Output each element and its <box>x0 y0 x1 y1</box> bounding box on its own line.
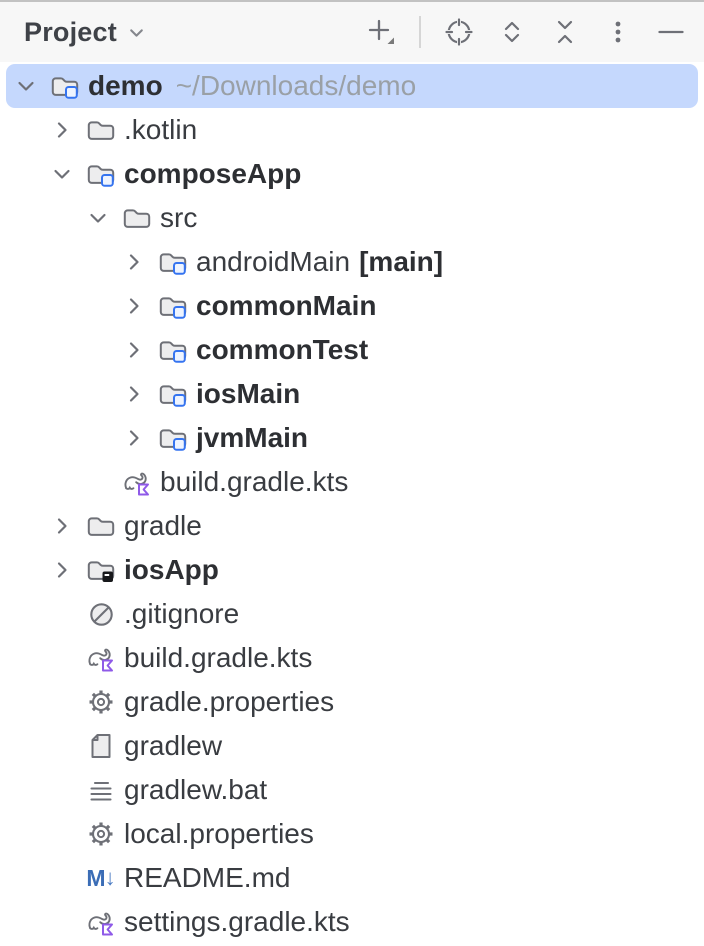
chevron-right-icon[interactable] <box>122 328 158 372</box>
text-file-icon <box>86 775 116 805</box>
tree-row-jvmmain[interactable]: jvmMain <box>6 416 698 460</box>
tree-row-build.gradle.kts[interactable]: build.gradle.kts <box>6 636 698 680</box>
chevron-right-icon[interactable] <box>122 416 158 460</box>
tree-row-gradle.properties[interactable]: gradle.properties <box>6 680 698 724</box>
chevron-spacer <box>50 768 86 812</box>
toolbar-actions <box>366 16 686 48</box>
tree-row-local.properties[interactable]: local.properties <box>6 812 698 856</box>
folder-icon <box>86 115 116 145</box>
more-options-icon[interactable] <box>603 17 633 47</box>
chevron-right-icon[interactable] <box>122 284 158 328</box>
tree-row-settings.gradle.kts[interactable]: settings.gradle.kts <box>6 900 698 944</box>
chevron-right-icon[interactable] <box>50 504 86 548</box>
tree-item-label: build.gradle.kts <box>160 466 349 497</box>
tree-row-build.gradle.kts[interactable]: build.gradle.kts <box>6 460 698 504</box>
gradle-kts-icon <box>86 907 116 937</box>
tree-item-label: androidMain <box>196 246 351 277</box>
chevron-spacer <box>50 812 86 856</box>
tree-item-label: gradle.properties <box>124 686 335 717</box>
chevron-right-icon[interactable] <box>122 240 158 284</box>
expand-all-icon[interactable] <box>497 17 527 47</box>
source-root-suffix: [main] <box>359 246 444 277</box>
markdown-m: M <box>86 864 106 891</box>
chevron-spacer <box>86 460 122 504</box>
tree-item-label: jvmMain <box>196 422 309 453</box>
tree-item-label: src <box>160 202 198 233</box>
tree-row-gradlew.bat[interactable]: gradlew.bat <box>6 768 698 812</box>
chevron-spacer <box>50 636 86 680</box>
tree-row-.kotlin[interactable]: .kotlin <box>6 108 698 152</box>
chevron-right-icon[interactable] <box>50 548 86 592</box>
project-toolwindow-header: Project <box>0 2 704 62</box>
tree-row-androidmain[interactable]: androidMain [main] <box>6 240 698 284</box>
tree-item-label: settings.gradle.kts <box>124 906 350 937</box>
tree-row-.gitignore[interactable]: .gitignore <box>6 592 698 636</box>
tree-row-src[interactable]: src <box>6 196 698 240</box>
tree-item-label: .kotlin <box>124 114 198 145</box>
module-folder-icon <box>158 291 188 321</box>
locate-icon[interactable] <box>444 17 474 47</box>
module-folder-icon <box>158 379 188 409</box>
module-folder-icon <box>86 159 116 189</box>
chevron-down-icon[interactable] <box>86 196 122 240</box>
module-folder-icon <box>158 335 188 365</box>
add-icon[interactable] <box>366 17 396 47</box>
gear-icon <box>86 687 116 717</box>
tree-row-gradlew[interactable]: gradlew <box>6 724 698 768</box>
tree-row-iosmain[interactable]: iosMain <box>6 372 698 416</box>
tree-item-label: README.md <box>124 862 291 893</box>
chevron-down-icon[interactable] <box>127 23 146 42</box>
chevron-spacer <box>50 724 86 768</box>
gradle-kts-icon <box>86 643 116 673</box>
tree-item-label: iosApp <box>124 554 219 585</box>
module-folder-icon <box>158 423 188 453</box>
tree-row-commonmain[interactable]: commonMain <box>6 284 698 328</box>
tree-item-label: .gitignore <box>124 598 240 629</box>
tree-item-label: demo <box>88 70 163 101</box>
tree-row-readme.md[interactable]: M↓ README.md <box>6 856 698 900</box>
chevron-spacer <box>50 592 86 636</box>
chevron-spacer <box>50 856 86 900</box>
chevron-right-icon[interactable] <box>122 372 158 416</box>
markdown-icon: M↓ <box>86 863 116 893</box>
toolwindow-title: Project <box>24 16 117 47</box>
tree-item-label: gradlew <box>124 730 223 761</box>
chevron-down-icon[interactable] <box>50 152 86 196</box>
tree-item-label: iosMain <box>196 378 301 409</box>
chevron-spacer <box>50 680 86 724</box>
module-folder-icon <box>158 247 188 277</box>
tree-item-label: build.gradle.kts <box>124 642 313 673</box>
tree-row-demo[interactable]: demo ~/Downloads/demo <box>6 64 698 108</box>
tree-row-commontest[interactable]: commonTest <box>6 328 698 372</box>
gradle-kts-icon <box>122 467 152 497</box>
tree-item-label: gradle <box>124 510 202 541</box>
chevron-down-icon[interactable] <box>14 64 50 108</box>
ignored-icon <box>86 599 116 629</box>
tree-row-gradle[interactable]: gradle <box>6 504 698 548</box>
tree-item-label: gradlew.bat <box>124 774 268 805</box>
tree-item-label: local.properties <box>124 818 314 849</box>
tree-item-label: commonMain <box>196 290 377 321</box>
folder-icon <box>122 203 152 233</box>
chevron-spacer <box>50 900 86 944</box>
tree-item-label: composeApp <box>124 158 302 189</box>
module-folder-icon <box>50 71 80 101</box>
hide-icon[interactable] <box>656 17 686 47</box>
toolbar-separator <box>419 16 421 48</box>
ios-folder-icon <box>86 555 116 585</box>
tree-row-composeapp[interactable]: composeApp <box>6 152 698 196</box>
chevron-right-icon[interactable] <box>50 108 86 152</box>
tree-item-label: commonTest <box>196 334 369 365</box>
tree-row-iosapp[interactable]: iosApp <box>6 548 698 592</box>
project-tree: demo ~/Downloads/demo .kotlin composeApp src… <box>0 62 704 944</box>
file-icon <box>86 731 116 761</box>
folder-icon <box>86 511 116 541</box>
collapse-all-icon[interactable] <box>550 17 580 47</box>
markdown-arrow: ↓ <box>104 865 116 890</box>
gear-icon <box>86 819 116 849</box>
window-top-edge <box>0 0 704 2</box>
project-path: ~/Downloads/demo <box>175 70 417 101</box>
